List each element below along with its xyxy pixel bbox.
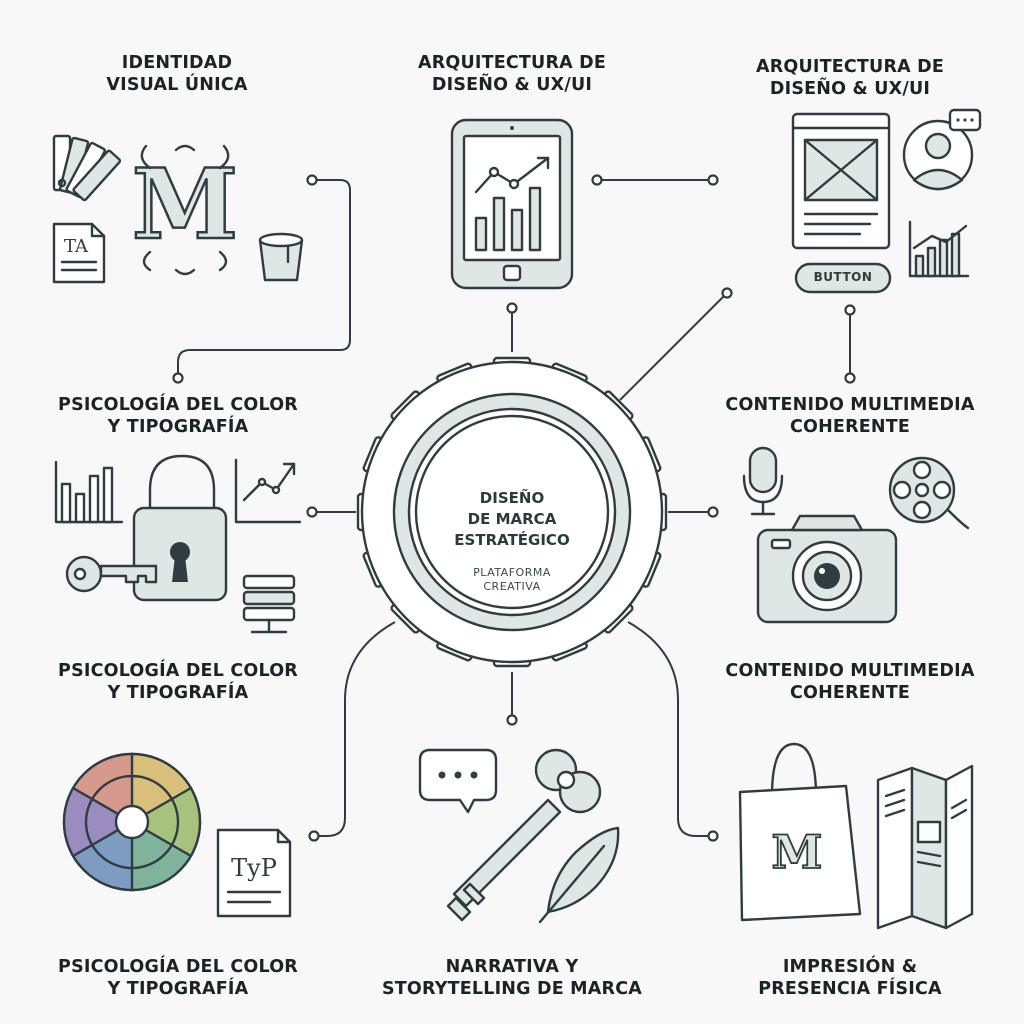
monogram-icon: M: [131, 144, 239, 276]
label-line: IDENTIDAD: [121, 53, 233, 73]
hub-title-line: DE MARCA: [467, 510, 557, 528]
hub-subtitle: PLATAFORMA CREATIVA: [473, 566, 551, 594]
svg-text:TyP: TyP: [231, 854, 277, 882]
speech-bubble-icon: [418, 748, 498, 814]
node-label-top-left: IDENTIDAD VISUAL ÚNICA: [106, 52, 247, 96]
key-icon: [65, 555, 158, 593]
label-line: COHERENTE: [789, 417, 911, 437]
document-text-icon: TA: [52, 222, 106, 284]
gear-icon: [356, 356, 668, 668]
node-label-top-right: ARQUITECTURA DE DISEÑO & UX/UI: [756, 56, 944, 100]
label-line: VISUAL ÚNICA: [106, 75, 248, 95]
label-line: PSICOLOGÍA DEL COLOR: [58, 661, 298, 681]
microphone-icon: [742, 446, 784, 516]
label-line: DISEÑO & UX/UI: [431, 75, 593, 95]
node-label-bottom-left: PSICOLOGÍA DEL COLOR Y TIPOGRAFÍA: [58, 956, 298, 1000]
node-label-top-center: ARQUITECTURA DE DISEÑO & UX/UI: [418, 52, 606, 96]
feather-icon: [538, 826, 620, 924]
node-label-mid-right-a: CONTENIDO MULTIMEDIA COHERENTE: [725, 394, 974, 438]
svg-text:M: M: [772, 825, 823, 879]
label-line: Y TIPOGRAFÍA: [107, 683, 249, 703]
node-label-bottom-center: NARRATIVA Y STORYTELLING DE MARCA: [382, 956, 642, 1000]
label-line: COHERENTE: [789, 683, 911, 703]
color-wheel-icon: [62, 752, 202, 892]
label-line: CONTENIDO MULTIMEDIA: [725, 661, 975, 681]
film-reel-icon: [888, 456, 970, 530]
hub-title-line: ESTRATÉGICO: [454, 531, 570, 549]
hub-subtitle-line: CREATIVA: [483, 580, 541, 593]
wireframe-icon: [791, 112, 891, 250]
label-line: Y TIPOGRAFÍA: [107, 979, 249, 999]
label-line: ARQUITECTURA DE: [417, 53, 607, 73]
key-icon: [446, 748, 602, 922]
shopping-bag-icon: M: [738, 742, 862, 922]
ui-button: [794, 262, 892, 294]
paint-bucket-icon: [258, 232, 304, 282]
server-icon: [242, 574, 296, 634]
hub-title: DISEÑO DE MARCA ESTRATÉGICO: [454, 488, 569, 551]
hub-title-line: DISEÑO: [479, 489, 545, 507]
node-label-mid-right-b: CONTENIDO MULTIMEDIA COHERENTE: [725, 660, 974, 704]
svg-text:TA: TA: [64, 236, 89, 257]
label-line: PRESENCIA FÍSICA: [758, 979, 942, 999]
typography-document-icon: TyP: [216, 828, 292, 918]
node-label-bottom-right: IMPRESIÓN & PRESENCIA FÍSICA: [758, 956, 942, 1000]
label-line: PSICOLOGÍA DEL COLOR: [58, 395, 298, 415]
label-line: DISEÑO & UX/UI: [769, 79, 931, 99]
line-chart-icon: [908, 220, 970, 278]
label-line: IMPRESIÓN &: [782, 957, 918, 977]
bar-chart-icon: [54, 460, 124, 524]
brochure-icon: [876, 764, 974, 930]
label-line: NARRATIVA Y: [445, 957, 579, 977]
camera-icon: [756, 514, 898, 624]
label-line: PSICOLOGÍA DEL COLOR: [58, 957, 298, 977]
node-label-mid-left-a: PSICOLOGÍA DEL COLOR Y TIPOGRAFÍA: [58, 394, 298, 438]
color-swatch-icon: [52, 134, 122, 202]
label-line: STORYTELLING DE MARCA: [381, 979, 643, 999]
connectors: [172, 174, 856, 842]
trend-chart-icon: [234, 458, 302, 524]
label-line: Y TIPOGRAFÍA: [107, 417, 249, 437]
label-line: ARQUITECTURA DE: [755, 57, 945, 77]
label-line: CONTENIDO MULTIMEDIA: [725, 395, 975, 415]
avatar-icon: [902, 108, 982, 191]
bar-chart-icon: [474, 156, 550, 252]
ui-button-label: BUTTON: [813, 270, 873, 284]
hub-subtitle-line: PLATAFORMA: [473, 566, 551, 579]
node-label-mid-left-b: PSICOLOGÍA DEL COLOR Y TIPOGRAFÍA: [58, 660, 298, 704]
tablet-icon: [450, 118, 574, 290]
